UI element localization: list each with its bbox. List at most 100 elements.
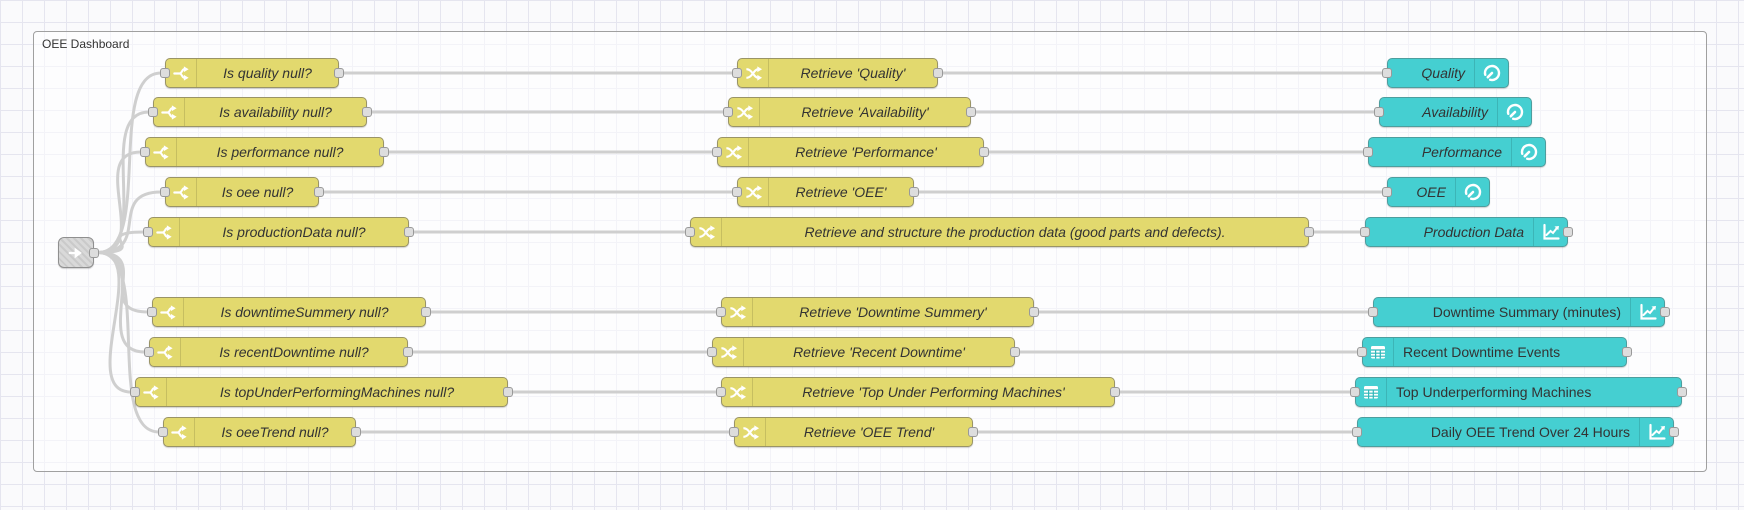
output-port[interactable] (909, 187, 919, 197)
input-port[interactable] (1368, 307, 1378, 317)
switch-node-is-availability-null[interactable]: Is availability null? (148, 97, 372, 127)
ui-gauge-node-availability[interactable]: Availability (1374, 97, 1532, 127)
gauge-icon (1455, 178, 1489, 206)
input-port[interactable] (732, 187, 742, 197)
group-label: OEE Dashboard (42, 37, 130, 51)
change-node-retrieve-production-data[interactable]: Retrieve and structure the production da… (685, 217, 1314, 247)
node-label: OEE (1416, 184, 1446, 200)
output-port[interactable] (1622, 347, 1632, 357)
change-icon (691, 218, 722, 246)
node-label: Recent Downtime Events (1403, 344, 1561, 360)
input-port[interactable] (140, 147, 150, 157)
chart-icon (1533, 218, 1567, 246)
output-port[interactable] (933, 68, 943, 78)
input-port[interactable] (732, 68, 742, 78)
input-port[interactable] (158, 427, 168, 437)
input-port[interactable] (144, 347, 154, 357)
output-port[interactable] (404, 227, 414, 237)
output-port[interactable] (1563, 227, 1573, 237)
node-label: Is topUnderPerformingMachines null? (219, 384, 455, 400)
ui-table-node-recent-downtime-events[interactable]: Recent Downtime Events (1357, 337, 1632, 367)
input-port[interactable] (130, 387, 140, 397)
ui-chart-node-downtime-summary[interactable]: Downtime Summary (minutes) (1368, 297, 1670, 327)
change-node-retrieve-top-under-performing-machines[interactable]: Retrieve 'Top Under Performing Machines' (716, 377, 1120, 407)
switch-node-is-topunderperformingmachines-null[interactable]: Is topUnderPerformingMachines null? (130, 377, 513, 407)
node-label: Quality (1421, 65, 1465, 81)
link-hub-node[interactable] (58, 237, 99, 268)
input-port[interactable] (685, 227, 695, 237)
table-icon (1363, 338, 1394, 366)
switch-node-is-oee-null[interactable]: Is oee null? (160, 177, 324, 207)
ui-gauge-node-performance[interactable]: Performance (1363, 137, 1546, 167)
change-node-retrieve-performance[interactable]: Retrieve 'Performance' (712, 137, 989, 167)
input-port[interactable] (148, 107, 158, 117)
change-icon (722, 378, 753, 406)
input-port[interactable] (712, 147, 722, 157)
output-port[interactable] (1110, 387, 1120, 397)
output-port[interactable] (1677, 387, 1687, 397)
input-port[interactable] (147, 307, 157, 317)
node-label: Availability (1422, 104, 1488, 120)
output-port[interactable] (1660, 307, 1670, 317)
input-port[interactable] (723, 107, 733, 117)
output-port[interactable] (403, 347, 413, 357)
output-port[interactable] (362, 107, 372, 117)
output-port[interactable] (1029, 307, 1039, 317)
change-node-retrieve-oee-trend[interactable]: Retrieve 'OEE Trend' (729, 417, 978, 447)
switch-node-is-quality-null[interactable]: Is quality null? (160, 58, 344, 88)
input-port[interactable] (1363, 147, 1373, 157)
ui-table-node-top-underperforming-machines[interactable]: Top Underperforming Machines (1350, 377, 1687, 407)
output-port[interactable] (1010, 347, 1020, 357)
switch-node-is-oeetrend-null[interactable]: Is oeeTrend null? (158, 417, 361, 447)
chart-icon (1630, 298, 1664, 326)
node-label: Is performance null? (216, 144, 344, 160)
change-node-retrieve-recent-downtime[interactable]: Retrieve 'Recent Downtime' (707, 337, 1020, 367)
input-port[interactable] (707, 347, 717, 357)
switch-node-is-recentdowntime-null[interactable]: Is recentDowntime null? (144, 337, 413, 367)
input-port[interactable] (160, 187, 170, 197)
change-icon (735, 418, 766, 446)
input-port[interactable] (1357, 347, 1367, 357)
node-label: Production Data (1423, 224, 1524, 240)
input-port[interactable] (716, 387, 726, 397)
output-port[interactable] (379, 147, 389, 157)
node-label: Retrieve and structure the production da… (804, 224, 1226, 240)
input-port[interactable] (716, 307, 726, 317)
switch-icon (154, 98, 185, 126)
change-node-retrieve-quality[interactable]: Retrieve 'Quality' (732, 58, 943, 88)
output-port[interactable] (334, 68, 344, 78)
output-port[interactable] (1304, 227, 1314, 237)
switch-icon (164, 418, 195, 446)
output-port[interactable] (979, 147, 989, 157)
node-label: Retrieve 'OEE' (795, 184, 887, 200)
output-port[interactable] (503, 387, 513, 397)
input-port[interactable] (1360, 227, 1370, 237)
input-port[interactable] (1374, 107, 1384, 117)
output-port[interactable] (89, 247, 99, 258)
input-port[interactable] (1382, 187, 1392, 197)
change-node-retrieve-oee[interactable]: Retrieve 'OEE' (732, 177, 919, 207)
ui-chart-node-production-data[interactable]: Production Data (1360, 217, 1573, 247)
change-node-retrieve-availability[interactable]: Retrieve 'Availability' (723, 97, 976, 127)
switch-node-is-productiondata-null[interactable]: Is productionData null? (143, 217, 414, 247)
switch-icon (166, 59, 197, 87)
input-port[interactable] (729, 427, 739, 437)
change-node-retrieve-downtime-summery[interactable]: Retrieve 'Downtime Summery' (716, 297, 1039, 327)
ui-gauge-node-quality[interactable]: Quality (1382, 58, 1509, 88)
switch-node-is-downtimesummery-null[interactable]: Is downtimeSummery null? (147, 297, 431, 327)
input-port[interactable] (160, 68, 170, 78)
output-port[interactable] (968, 427, 978, 437)
input-port[interactable] (143, 227, 153, 237)
input-port[interactable] (1382, 68, 1392, 78)
ui-chart-node-daily-oee-trend[interactable]: Daily OEE Trend Over 24 Hours (1352, 417, 1679, 447)
switch-node-is-performance-null[interactable]: Is performance null? (140, 137, 389, 167)
output-port[interactable] (314, 187, 324, 197)
ui-gauge-node-oee[interactable]: OEE (1382, 177, 1490, 207)
input-port[interactable] (1350, 387, 1360, 397)
output-port[interactable] (966, 107, 976, 117)
output-port[interactable] (351, 427, 361, 437)
output-port[interactable] (421, 307, 431, 317)
output-port[interactable] (1669, 427, 1679, 437)
input-port[interactable] (1352, 427, 1362, 437)
